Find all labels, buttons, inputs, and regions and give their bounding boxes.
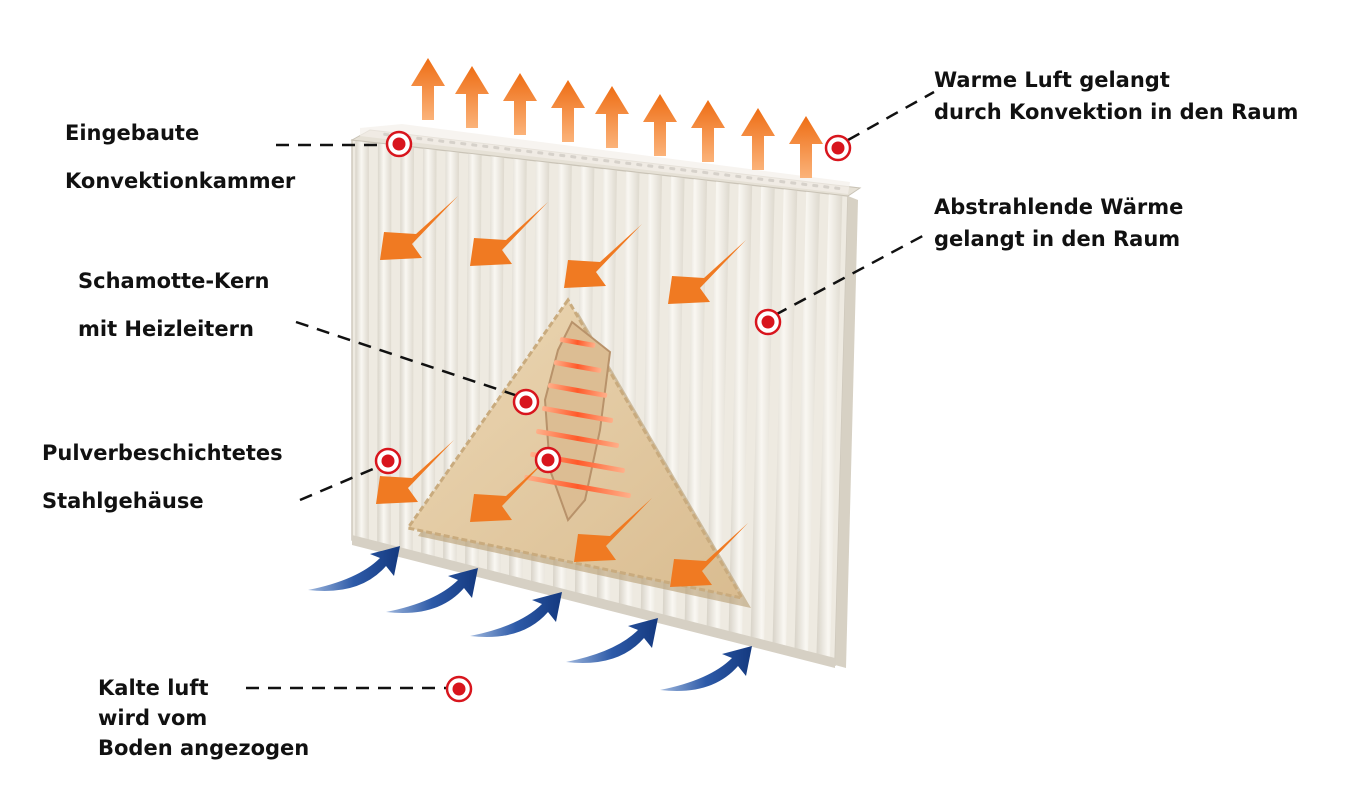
label-warm-air-line2: durch Konvektion in den Raum bbox=[934, 100, 1299, 124]
label-warm-air-line1: Warme Luft gelangt bbox=[934, 68, 1170, 92]
arrow-up-icon bbox=[595, 86, 629, 148]
radiator-fin bbox=[728, 183, 753, 641]
target-dot-icon bbox=[385, 130, 413, 158]
curved-arrow-icon bbox=[566, 618, 658, 663]
label-steel-housing-line1: Pulverbeschichtetes bbox=[42, 441, 283, 465]
arrow-up-icon bbox=[551, 80, 585, 142]
curved-arrow-icon bbox=[470, 592, 562, 637]
arrow-down-left-icon bbox=[376, 440, 454, 504]
radiator-top-rim bbox=[360, 124, 850, 194]
marker-dot bbox=[452, 682, 466, 696]
arrow-up-icon bbox=[411, 58, 445, 120]
curved-arrow-icon bbox=[386, 568, 478, 613]
target-dot-icon bbox=[512, 388, 540, 416]
leader-line-steel-housing bbox=[299, 464, 381, 502]
target-dot-icon bbox=[824, 134, 852, 162]
radiant-heat-arrows bbox=[376, 196, 748, 587]
marker-dot bbox=[831, 141, 845, 155]
leader-line-warm-air bbox=[847, 90, 935, 142]
heating-wire bbox=[547, 383, 608, 398]
heating-wire bbox=[536, 429, 620, 448]
target-dot-icon bbox=[445, 675, 473, 703]
heating-wire bbox=[541, 406, 614, 423]
label-steel-housing-line2: Stahlgehäuse bbox=[42, 489, 204, 513]
arrow-up-icon bbox=[789, 116, 823, 178]
radiator-fin bbox=[421, 148, 437, 562]
label-radiant-heat: Abstrahlende Wärme gelangt in den Raum bbox=[934, 194, 1183, 252]
arrow-up-icon bbox=[741, 108, 775, 170]
radiator-side bbox=[835, 196, 858, 668]
arrow-up-icon bbox=[691, 100, 725, 162]
arrow-up-icon bbox=[503, 73, 537, 135]
marker-dot bbox=[381, 454, 395, 468]
radiator-fin bbox=[706, 181, 730, 636]
radiator-fin bbox=[355, 140, 369, 545]
arrow-down-left-icon bbox=[670, 523, 748, 587]
target-dot-icon bbox=[754, 308, 782, 336]
arrow-down-left-icon bbox=[564, 224, 642, 288]
radiator-fin bbox=[772, 188, 798, 653]
marker-dot bbox=[519, 395, 533, 409]
marker-dot bbox=[541, 453, 555, 467]
arrow-up-icon bbox=[643, 94, 677, 156]
curved-arrow-icon bbox=[308, 546, 400, 591]
label-convection-chamber-line2: Konvektionkammer bbox=[65, 169, 296, 193]
heating-wire bbox=[553, 360, 602, 373]
fireclay-core-cutout bbox=[405, 297, 751, 608]
callout-markers bbox=[374, 130, 852, 703]
heating-wires bbox=[524, 337, 631, 498]
label-fireclay-core-line1: Schamotte-Kern bbox=[78, 269, 270, 293]
arrow-up-icon bbox=[455, 66, 489, 128]
label-fireclay-core: Schamotte-Kern mit Heizleitern bbox=[78, 268, 270, 342]
label-radiant-heat-line1: Abstrahlende Wärme bbox=[934, 195, 1184, 219]
label-warm-air: Warme Luft gelangt durch Konvektion in d… bbox=[934, 67, 1298, 125]
label-cold-air-line2: wird vom bbox=[98, 706, 208, 730]
label-cold-air: Kalte luft wird vom Boden angezogen bbox=[98, 675, 309, 761]
arrow-down-left-icon bbox=[380, 196, 458, 260]
leader-lines bbox=[246, 90, 935, 690]
marker-dot bbox=[761, 315, 775, 329]
arrow-down-left-icon bbox=[574, 498, 652, 562]
radiator-fin bbox=[750, 186, 775, 647]
radiator-fin bbox=[816, 193, 843, 664]
label-convection-chamber: Eingebaute Konvektionkammer bbox=[65, 120, 295, 194]
target-dot-icon bbox=[374, 447, 402, 475]
target-dot-icon bbox=[534, 446, 562, 474]
label-steel-housing: Pulverbeschichtetes Stahlgehäuse bbox=[42, 440, 283, 514]
radiator-bottom-rail bbox=[352, 535, 835, 668]
leader-line-radiant-heat bbox=[774, 230, 931, 317]
label-cold-air-line1: Kalte luft bbox=[98, 676, 209, 700]
arrow-down-left-icon bbox=[470, 458, 548, 522]
curved-arrow-icon bbox=[660, 646, 752, 691]
warm-air-arrows bbox=[411, 58, 823, 178]
heating-wire bbox=[524, 474, 631, 498]
marker-dot bbox=[392, 137, 406, 151]
label-radiant-heat-line2: gelangt in den Raum bbox=[934, 227, 1181, 251]
leader-line-fireclay-core bbox=[295, 320, 519, 398]
cold-air-arrows bbox=[308, 546, 752, 691]
arrow-down-left-icon bbox=[470, 202, 548, 266]
label-convection-chamber-line1: Eingebaute bbox=[65, 121, 200, 145]
radiator-fin bbox=[794, 191, 820, 658]
arrow-down-left-icon bbox=[668, 240, 746, 304]
heating-wire bbox=[559, 337, 596, 348]
label-cold-air-line3: Boden angezogen bbox=[98, 736, 310, 760]
label-fireclay-core-line2: mit Heizleitern bbox=[78, 317, 254, 341]
